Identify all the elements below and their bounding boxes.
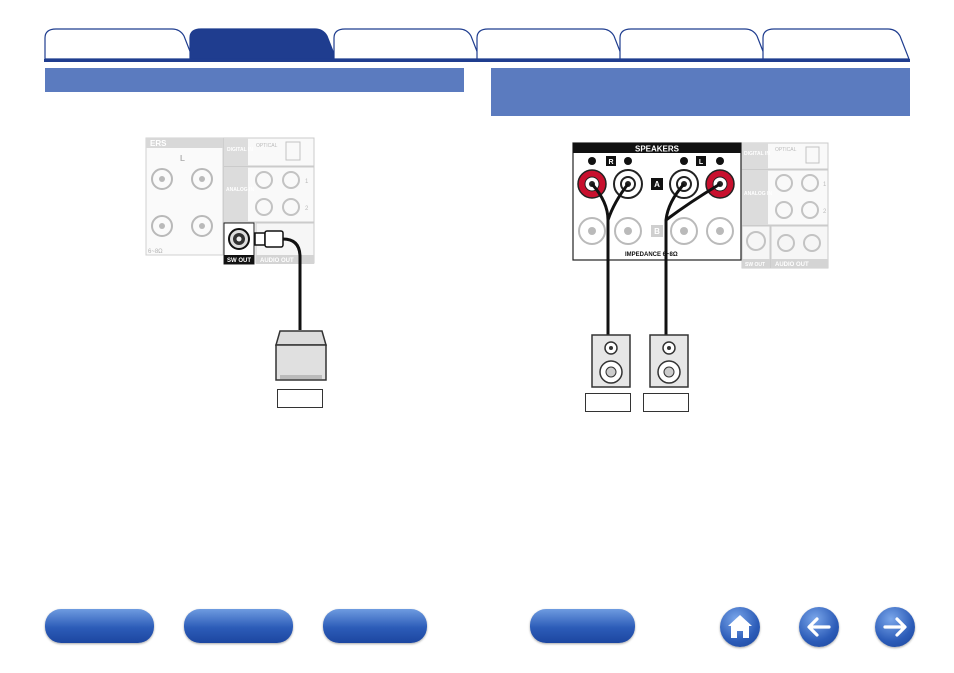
forward-arrow-icon — [883, 617, 907, 637]
speaker-right-label-box — [585, 393, 631, 412]
analog-1-text: 1 — [823, 182, 827, 188]
audio-out-text: AUDIO OUT — [260, 258, 294, 264]
impedance-text: IMPEDANCE 6~8Ω — [625, 252, 678, 258]
speaker-connection-diagram: SPEAKERS R L A B IMPEDANCE 6~8Ω — [572, 142, 829, 388]
forward-button[interactable] — [875, 607, 915, 647]
input-panel-faded: DIGITAL IN OPTICAL ANALOG IN 1 2 AUDIO O… — [223, 137, 315, 264]
ohm-text: 6~8Ω — [148, 249, 163, 255]
a-mark-text: A — [654, 180, 660, 189]
terminals-b-faded: B — [578, 217, 734, 245]
back-arrow-icon — [807, 617, 831, 637]
tab-underline — [44, 59, 910, 62]
subwoofer-label-box — [277, 389, 323, 408]
digital-in-text: DIGITAL IN — [744, 151, 770, 157]
r-mark-text: R — [608, 159, 613, 166]
tab-shape — [333, 28, 481, 60]
tab-3[interactable] — [333, 28, 481, 60]
analog-2-text: 2 — [823, 209, 827, 215]
audio-out-text: AUDIO OUT — [775, 262, 809, 268]
analog-2-text: 2 — [305, 206, 309, 212]
tab-shape — [476, 28, 624, 60]
subwoofer-icon — [275, 330, 327, 381]
sw-out-text: SW OUT — [745, 262, 765, 268]
l-mark-text: L — [180, 154, 185, 163]
nav-button-2[interactable] — [184, 609, 293, 643]
rca-cable — [254, 230, 302, 330]
tab-shape — [619, 28, 767, 60]
analog-in-text: ANALOG IN — [744, 191, 772, 197]
speaker-terminal-panel-faded: ERS L 6~8Ω — [145, 137, 224, 256]
left-section-header — [45, 68, 464, 92]
home-icon — [728, 615, 752, 638]
tab-shape — [762, 28, 910, 60]
tab-1[interactable] — [44, 28, 194, 60]
b-mark-text: B — [654, 227, 660, 236]
right-section-header — [491, 68, 910, 116]
nav-button-1[interactable] — [45, 609, 154, 643]
tab-shape — [44, 28, 194, 60]
tab-6[interactable] — [762, 28, 910, 60]
speaker-terminal-panel: SPEAKERS R L A B IMPEDANCE 6~8Ω — [572, 142, 742, 261]
analog-in-text: ANALOG IN — [226, 187, 254, 193]
nav-button-4[interactable] — [530, 609, 635, 643]
home-button[interactable] — [720, 607, 760, 647]
speaker-right-icon — [591, 334, 631, 388]
optical-text: OPTICAL — [256, 143, 278, 149]
digital-in-text: DIGITAL IN — [227, 147, 253, 153]
tab-2-active[interactable] — [189, 28, 337, 60]
input-panel-faded: DIGITAL IN OPTICAL ANALOG IN 1 2 SW OUT … — [741, 142, 829, 269]
l-mark-text: L — [699, 159, 704, 166]
speaker-left-icon — [649, 334, 689, 388]
tab-4[interactable] — [476, 28, 624, 60]
tab-5[interactable] — [619, 28, 767, 60]
subwoofer-connection-diagram: ERS L 6~8Ω DIGITAL IN OPTICAL ANALOG IN … — [145, 137, 327, 381]
speakers-fragment-text: ERS — [150, 139, 167, 148]
tab-shape-active — [189, 28, 337, 60]
speaker-cables — [590, 182, 721, 338]
back-button[interactable] — [799, 607, 839, 647]
sw-out-jack: SW OUT — [223, 222, 255, 265]
sw-out-text: SW OUT — [227, 258, 251, 264]
nav-button-3[interactable] — [323, 609, 427, 643]
speaker-left-label-box — [643, 393, 689, 412]
optical-text: OPTICAL — [775, 147, 797, 153]
analog-1-text: 1 — [305, 179, 309, 185]
top-tab-bar — [0, 0, 954, 64]
speakers-text: SPEAKERS — [635, 145, 680, 154]
